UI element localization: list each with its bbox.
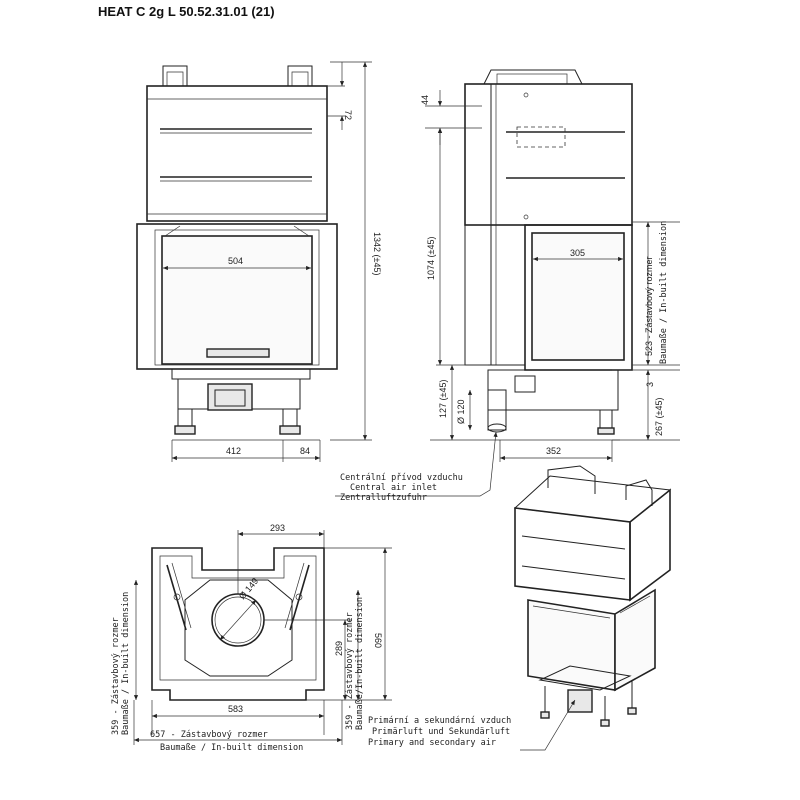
dim-412: 412 — [226, 446, 241, 456]
front-glass — [161, 235, 313, 365]
dim-583: 583 — [228, 704, 243, 714]
air-inlet-cz: Centrální přívod vzduchu — [340, 473, 463, 483]
iso-door — [527, 599, 616, 691]
dim-1342: 1342 (±45) — [372, 232, 382, 275]
dim-3: 3 — [645, 382, 655, 387]
plan-outline — [151, 547, 325, 701]
side-convection-casing — [464, 83, 633, 226]
isometric-view: Primární a sekundární vzduch Primärluft … — [368, 465, 672, 751]
dim-305: 305 — [570, 248, 585, 258]
dim-359-right: 359 - Zástavbový rozmer — [345, 612, 355, 730]
dim-120: Ø 120 — [456, 399, 466, 424]
dim-359-left-sub: Baumaße / In-built dimension — [121, 592, 131, 735]
plan-view: Ø 149 293 560 289 359 - Zástavbový rozme… — [111, 523, 392, 753]
dim-504: 504 — [228, 256, 243, 266]
dim-84: 84 — [300, 446, 310, 456]
side-view: 305 44 1074 (±45) 127 (±45) Ø 120 523 - … — [335, 69, 680, 503]
iso-front-casing — [514, 507, 631, 601]
air-inlet-en: Central air inlet — [350, 483, 437, 493]
dim-352: 352 — [546, 446, 561, 456]
side-air-duct — [487, 389, 507, 431]
air-inlet-de: Zentralluftzufuhr — [340, 493, 427, 503]
dim-1074: 1074 (±45) — [426, 237, 436, 280]
front-handle-right — [287, 65, 313, 87]
primary-air-cz: Primární a sekundární vzduch — [368, 716, 511, 726]
dim-267: 267 (±45) — [654, 398, 664, 436]
dim-359-right-sub: Baumaße/In-built dimension — [355, 597, 365, 730]
iso-top — [513, 475, 672, 523]
dim-359-left: 359 - Zástavbový rozmer — [111, 617, 121, 735]
dim-72: 72 — [343, 110, 353, 120]
front-view: 504 72 1342 (±45) 412 84 — [136, 61, 382, 462]
primary-air-en: Primary and secondary air — [368, 738, 496, 748]
dim-44: 44 — [420, 95, 430, 105]
side-handle — [483, 69, 583, 85]
primary-air-de: Primärluft und Sekundärluft — [372, 727, 510, 737]
drawing-title: HEAT C 2g L 50.52.31.01 (21) — [98, 4, 275, 19]
front-convection-casing — [146, 85, 328, 222]
dim-293: 293 — [270, 523, 285, 533]
dim-523-sub: Baumaße / In-built dimension — [659, 221, 669, 364]
dim-289: 289 — [334, 641, 344, 656]
dim-657: 657 - Zástavbový rozmer — [150, 730, 268, 740]
dim-523: 523 - Zástavbový rozmer — [644, 256, 654, 356]
dim-657-sub: Baumaße / In-built dimension — [160, 743, 303, 753]
dim-127: 127 (±45) — [438, 380, 448, 418]
dim-560: 560 — [373, 633, 383, 648]
front-handle-left — [162, 65, 188, 87]
